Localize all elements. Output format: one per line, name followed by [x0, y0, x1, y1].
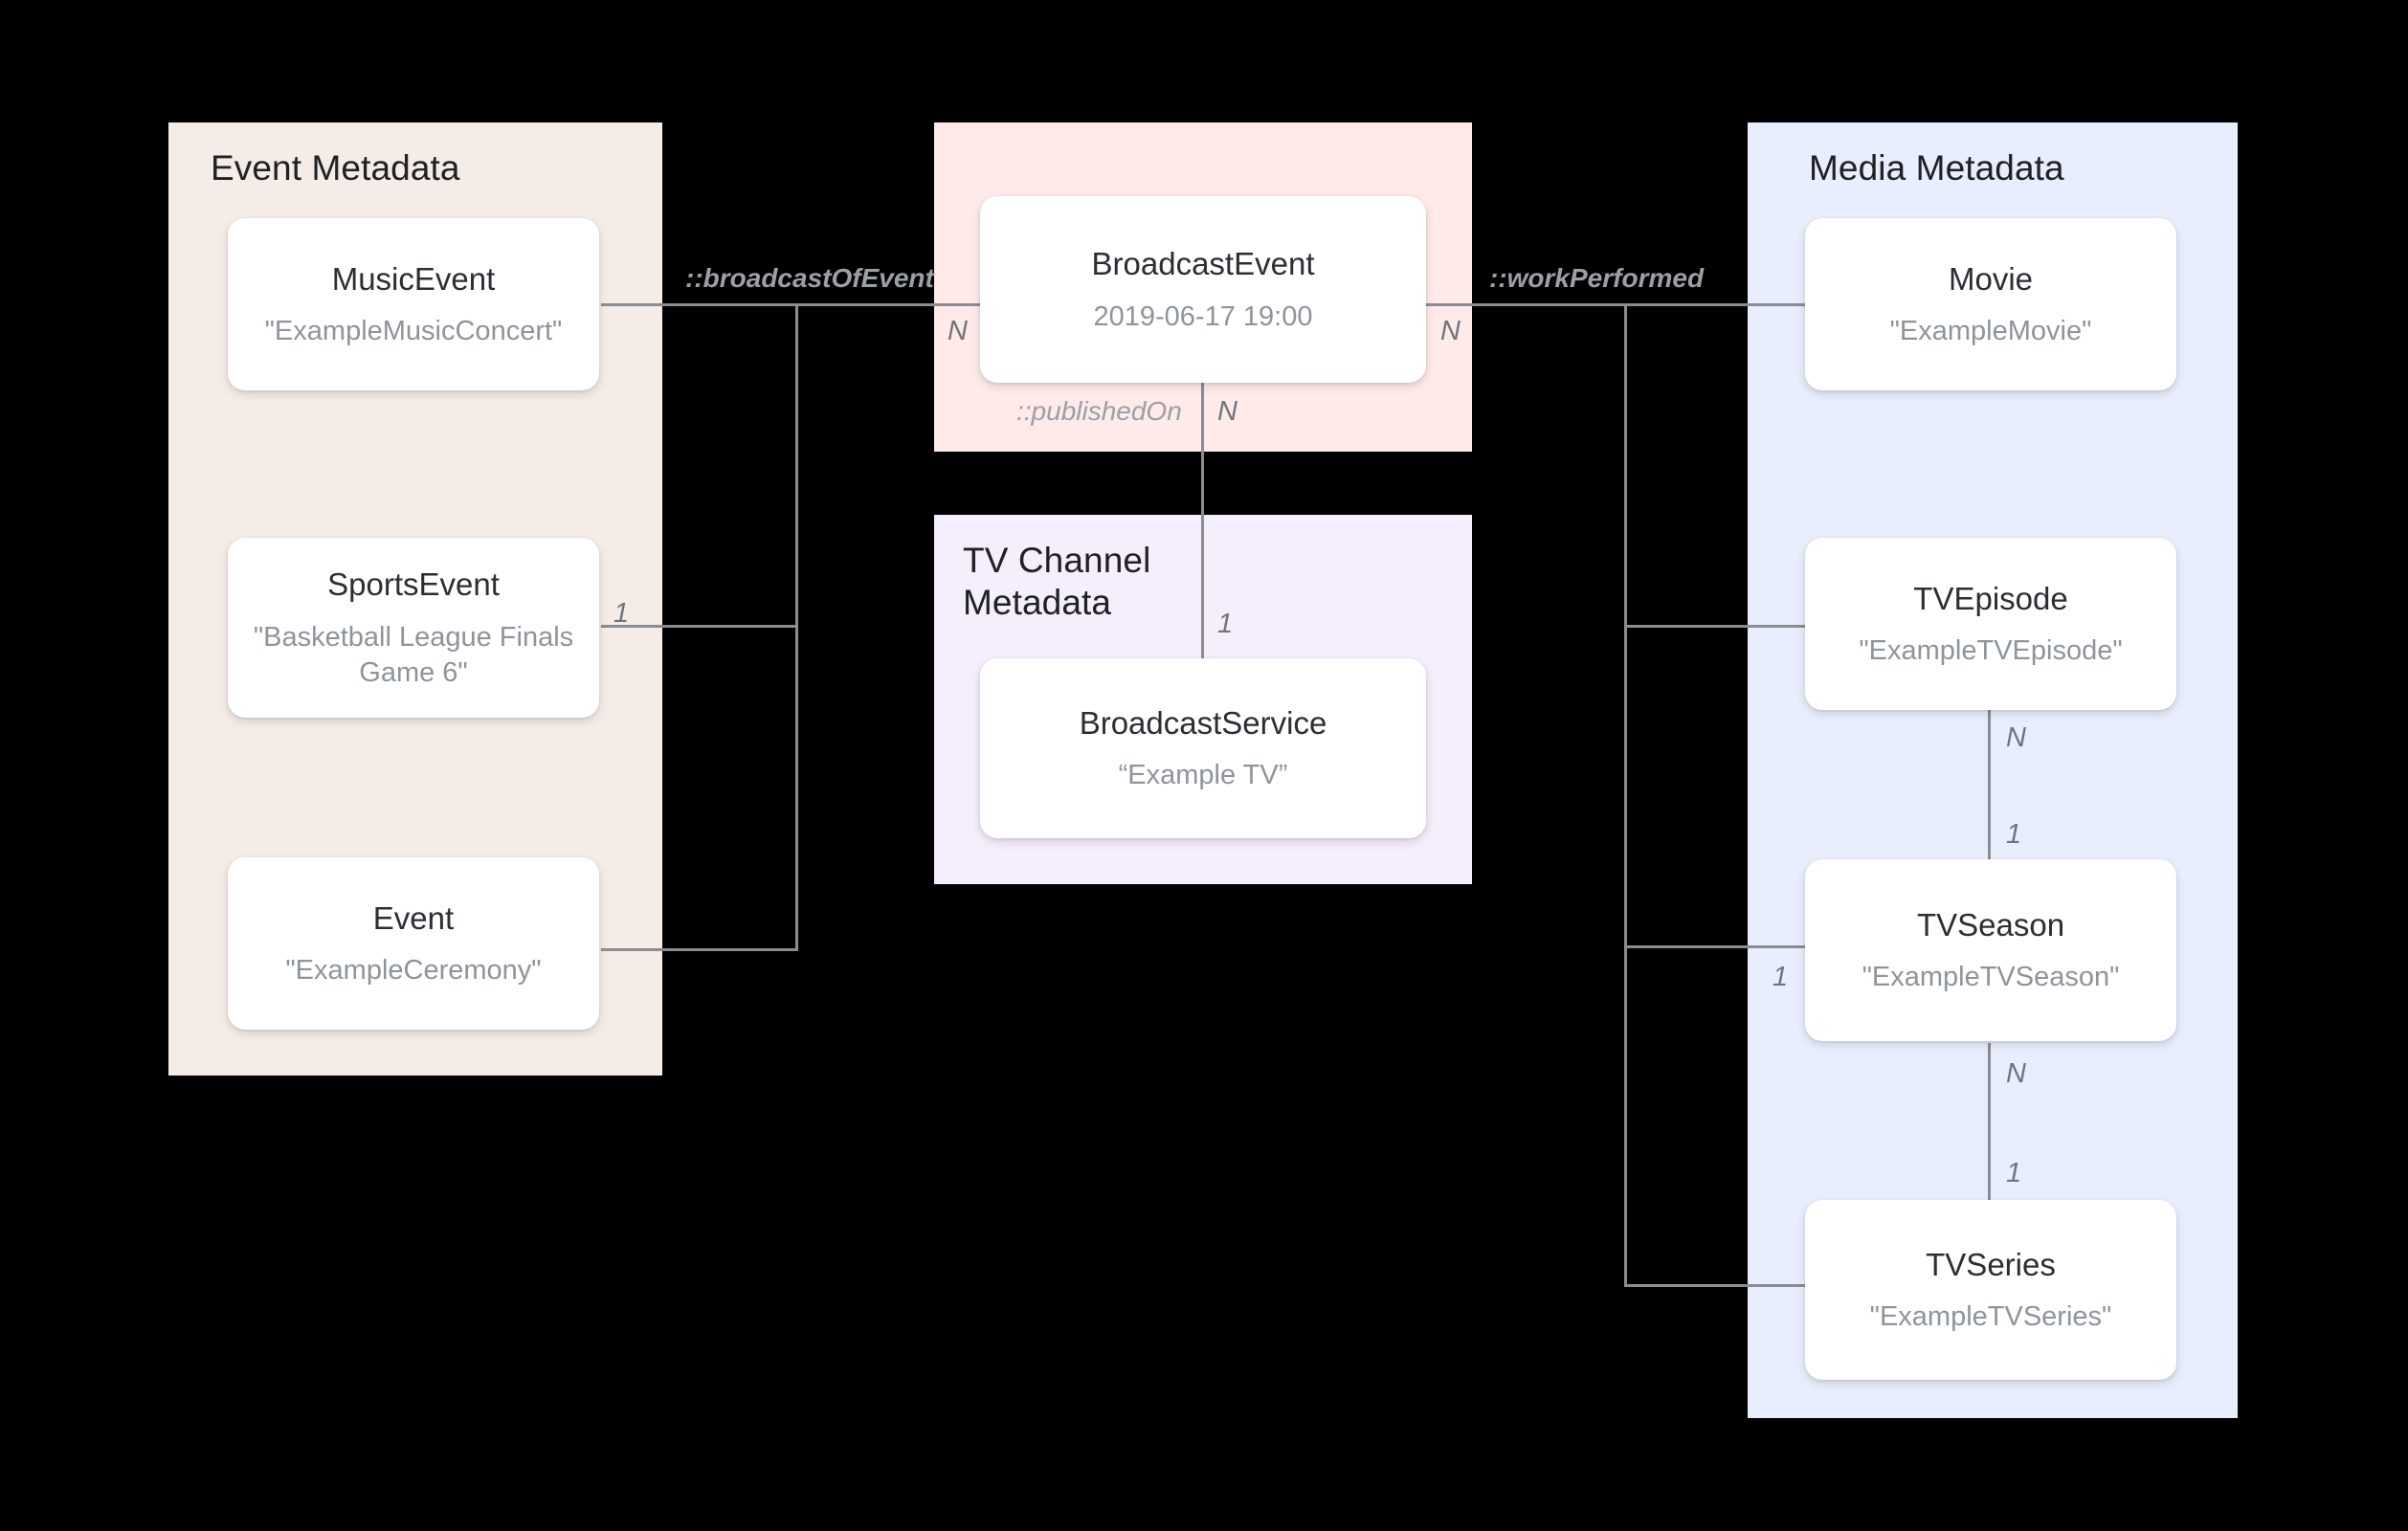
line-trunk-to-broadcast-event	[795, 303, 987, 306]
entity-value-sports-event: "Basketball League Finals Game 6"	[253, 621, 574, 688]
entity-type-event: Event	[372, 899, 455, 936]
multiplicity-sports-event: 1	[613, 598, 630, 629]
line-published-on-vertical	[1201, 383, 1204, 660]
entity-type-tv-series: TVSeries	[1926, 1246, 2056, 1282]
line-sports-event-to-trunk	[601, 625, 798, 628]
entity-card-event[interactable]: Event "ExampleCeremony"	[228, 857, 599, 1030]
entity-value-tv-season: "ExampleTVSeason"	[1862, 962, 2120, 993]
entity-card-sports-event[interactable]: SportsEvent "Basketball League Finals Ga…	[228, 538, 599, 718]
line-broadcast-event-to-media-trunk	[1420, 303, 1627, 306]
entity-value-music-event: "ExampleMusicConcert"	[264, 316, 563, 347]
entity-value-broadcast-service: “Example TV”	[1118, 760, 1288, 791]
entity-value-broadcast-event: 2019-06-17 19:00	[1093, 300, 1313, 332]
entity-card-tv-series[interactable]: TVSeries "ExampleTVSeries"	[1805, 1200, 2176, 1380]
entity-type-music-event: MusicEvent	[331, 260, 496, 297]
line-event-trunk-vertical	[795, 303, 798, 951]
line-broadcast-event-left-edge	[934, 303, 992, 306]
entity-card-broadcast-service[interactable]: BroadcastService “Example TV”	[980, 658, 1426, 838]
multiplicity-broadcast-event-left: N	[948, 316, 968, 346]
group-title-event-metadata: Event Metadata	[211, 148, 460, 188]
multiplicity-tv-episode-n: N	[2006, 722, 2026, 753]
relation-label-broadcast-of-event: ::broadcastOfEvent	[685, 263, 934, 293]
line-season-to-series-vertical	[1988, 1043, 1991, 1234]
multiplicity-tv-season-n: N	[2006, 1058, 2026, 1089]
group-title-media-metadata: Media Metadata	[1809, 148, 2064, 188]
entity-card-movie[interactable]: Movie "ExampleMovie"	[1805, 218, 2176, 390]
relation-label-published-on: ::publishedOn	[1016, 396, 1182, 426]
line-episode-to-season-vertical	[1988, 706, 1991, 902]
multiplicity-tv-season-one-left: 1	[1773, 962, 1789, 992]
entity-card-broadcast-event[interactable]: BroadcastEvent 2019-06-17 19:00	[980, 196, 1426, 383]
entity-type-broadcast-event: BroadcastEvent	[1091, 246, 1315, 282]
line-music-event-to-trunk	[601, 303, 798, 306]
entity-type-movie: Movie	[1948, 260, 2034, 297]
multiplicity-broadcast-event-right: N	[1440, 316, 1460, 346]
multiplicity-broadcast-event-bottom: N	[1217, 396, 1237, 427]
entity-type-tv-season: TVSeason	[1916, 906, 2065, 943]
entity-value-event: "ExampleCeremony"	[285, 955, 542, 987]
entity-type-sports-event: SportsEvent	[327, 566, 500, 603]
entity-type-tv-episode: TVEpisode	[1913, 580, 2068, 616]
multiplicity-tv-season-one-vertical: 1	[2006, 819, 2022, 850]
line-trunk-to-tv-episode	[1624, 625, 1806, 628]
line-trunk-to-movie	[1624, 303, 1806, 306]
line-event-to-trunk	[601, 948, 798, 951]
entity-value-tv-series: "ExampleTVSeries"	[1869, 1301, 2112, 1333]
group-title-tv-channel-metadata: TV Channel Metadata	[963, 541, 1151, 622]
multiplicity-tv-series-one: 1	[2006, 1158, 2022, 1188]
line-trunk-to-tv-season	[1624, 945, 1806, 948]
line-trunk-to-tv-series	[1624, 1284, 1806, 1287]
entity-card-music-event[interactable]: MusicEvent "ExampleMusicConcert"	[228, 218, 599, 390]
entity-card-tv-season[interactable]: TVSeason "ExampleTVSeason"	[1805, 859, 2176, 1041]
line-media-trunk-vertical	[1624, 303, 1627, 1286]
entity-type-broadcast-service: BroadcastService	[1079, 704, 1327, 741]
entity-value-tv-episode: "ExampleTVEpisode"	[1859, 635, 2123, 667]
entity-value-movie: "ExampleMovie"	[1889, 316, 2092, 347]
relation-label-work-performed: ::workPerformed	[1489, 263, 1705, 293]
entity-card-tv-episode[interactable]: TVEpisode "ExampleTVEpisode"	[1805, 538, 2176, 710]
multiplicity-broadcast-service: 1	[1217, 609, 1234, 639]
